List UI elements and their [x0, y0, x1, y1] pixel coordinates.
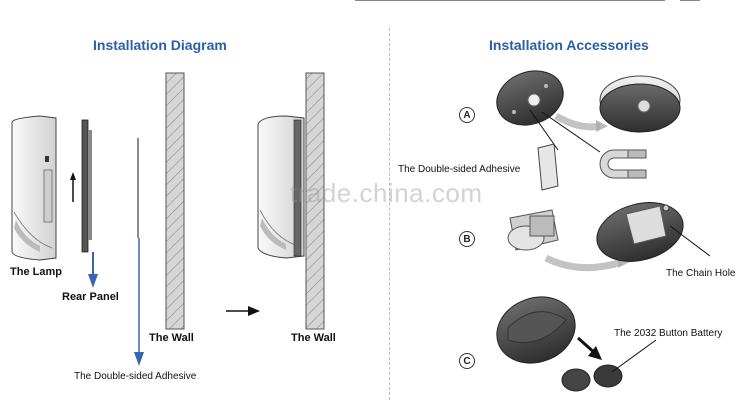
step-a-badge: A	[459, 107, 475, 123]
top-rule	[355, 0, 665, 1]
step-b-illustration	[507, 202, 711, 272]
installation-accessories-title: Installation Accessories	[489, 37, 649, 53]
label-chain-hole: The Chain Hole	[666, 268, 736, 279]
watermark: trade.china.com	[290, 178, 483, 208]
label-double-sided-adhesive-right: The Double-sided Adhesive	[398, 164, 521, 175]
step-a-illustration	[496, 70, 681, 191]
label-button-battery: The 2032 Button Battery	[614, 328, 723, 339]
installation-diagram	[11, 72, 325, 366]
wall-1	[165, 72, 185, 330]
step-c-illustration	[496, 296, 657, 392]
wall-2	[305, 72, 325, 330]
section-divider	[389, 28, 390, 400]
label-rear-panel: Rear Panel	[62, 291, 119, 303]
label-the-wall-2: The Wall	[291, 332, 336, 344]
lamp-illustration	[11, 115, 57, 261]
installation-diagram-title: Installation Diagram	[93, 37, 227, 53]
label-double-sided-adhesive-bottom: The Double-sided Adhesive	[74, 371, 197, 382]
assembled-lamp	[257, 115, 305, 259]
step-c-badge: C	[459, 353, 475, 369]
label-the-wall-1: The Wall	[149, 332, 194, 344]
accessories-diagram	[496, 70, 711, 392]
step-b-badge: B	[459, 231, 475, 247]
top-rule-short	[680, 0, 700, 1]
label-the-lamp: The Lamp	[10, 266, 62, 278]
rear-panel-illustration	[70, 119, 92, 253]
